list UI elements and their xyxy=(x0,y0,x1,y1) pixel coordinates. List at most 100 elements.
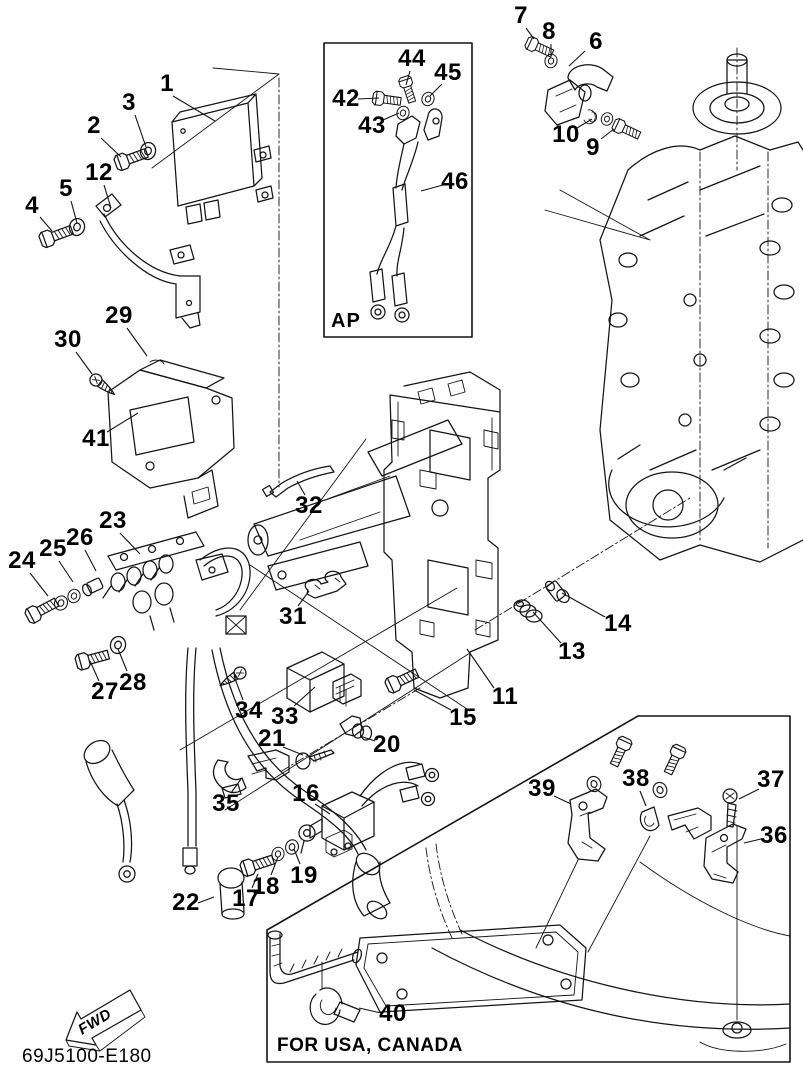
leader-line-32 xyxy=(296,480,306,496)
leader-line-9 xyxy=(600,128,615,140)
leader-line-1 xyxy=(172,95,216,122)
leader-line-40 xyxy=(358,1007,382,1014)
engine-block xyxy=(599,47,803,563)
leader-line-33 xyxy=(293,686,316,707)
leader-line-37 xyxy=(738,788,760,800)
callout-13: 13 xyxy=(558,638,586,665)
leader-line-35 xyxy=(230,778,242,794)
callout-6: 6 xyxy=(589,28,603,55)
callout-7: 7 xyxy=(514,2,528,29)
leader-line-13 xyxy=(532,611,562,644)
sensor-bracket-group xyxy=(523,34,643,143)
callout-2: 2 xyxy=(87,112,101,139)
leader-line-10 xyxy=(576,118,593,129)
grommet-13 xyxy=(513,599,543,623)
leader-line-31 xyxy=(297,590,310,607)
ap-inset-box: AP xyxy=(323,42,473,338)
callout-36: 36 xyxy=(760,822,788,849)
leader-line-30 xyxy=(75,351,93,375)
callout-24: 24 xyxy=(8,547,36,574)
callout-31: 31 xyxy=(279,603,307,630)
leader-line-14 xyxy=(561,592,606,618)
leader-line-46 xyxy=(420,184,444,192)
callout-46: 46 xyxy=(441,168,469,195)
callout-8: 8 xyxy=(542,18,556,45)
clamp-38 xyxy=(639,806,712,840)
leader-line-45 xyxy=(429,83,443,97)
leader-line-19 xyxy=(293,848,301,865)
leader-line-43 xyxy=(382,112,400,121)
callout-19: 19 xyxy=(290,862,318,889)
callout-34: 34 xyxy=(235,697,263,724)
leader-line-38 xyxy=(639,790,647,807)
screw-37 xyxy=(722,788,738,828)
breather-hose xyxy=(267,930,363,989)
ecu-unit xyxy=(171,93,274,225)
callout-22: 22 xyxy=(172,889,200,916)
callout-28: 28 xyxy=(119,669,147,696)
callout-20: 20 xyxy=(373,731,401,758)
leader-line-26 xyxy=(84,549,97,572)
leader-line-17 xyxy=(251,873,259,889)
terminal-cap-22 xyxy=(217,867,245,920)
ring-terminal-19 xyxy=(298,824,316,854)
leader-line-39 xyxy=(553,795,572,805)
rectifier-unit xyxy=(86,359,235,519)
ecu-bracket xyxy=(95,193,201,329)
callout-43: 43 xyxy=(358,112,386,139)
lead-wire-46 xyxy=(369,108,443,323)
leader-line-23 xyxy=(119,532,141,555)
bracket-39 xyxy=(567,788,608,862)
clamp-20 xyxy=(339,715,373,741)
callout-42: 42 xyxy=(332,85,360,112)
leader-line-4 xyxy=(39,216,53,232)
leader-line-20 xyxy=(359,735,376,742)
callout-44: 44 xyxy=(398,45,426,72)
callout-40: 40 xyxy=(379,1000,407,1027)
leader-line-5 xyxy=(70,200,78,224)
leader-line-6 xyxy=(568,50,586,67)
drawing-code: 69J5100-E180 xyxy=(22,1046,152,1067)
callout-45: 45 xyxy=(434,59,462,86)
leader-line-29 xyxy=(126,327,148,357)
callout-38: 38 xyxy=(622,765,650,792)
callout-15: 15 xyxy=(449,704,477,731)
leader-line-2 xyxy=(100,137,122,158)
callout-26: 26 xyxy=(66,524,94,551)
leader-line-22 xyxy=(197,896,215,904)
leader-line-11 xyxy=(466,648,495,689)
leader-line-16 xyxy=(314,803,331,815)
collar-26b xyxy=(81,577,104,597)
leader-line-24 xyxy=(29,572,49,597)
callout-5: 5 xyxy=(59,175,73,202)
callout-9: 9 xyxy=(586,134,600,161)
callout-37: 37 xyxy=(757,766,785,793)
anode-bracket-group xyxy=(567,734,747,884)
callout-39: 39 xyxy=(528,775,556,802)
callout-33: 33 xyxy=(271,703,299,730)
leader-line-21 xyxy=(282,746,304,756)
callout-32: 32 xyxy=(295,492,323,519)
leader-line-41 xyxy=(106,412,139,433)
callout-35: 35 xyxy=(212,790,240,817)
bottom-cowling xyxy=(355,843,791,1052)
callout-11: 11 xyxy=(491,683,519,710)
callout-3: 3 xyxy=(122,89,136,116)
callout-12: 12 xyxy=(85,159,113,186)
leader-line-25 xyxy=(58,560,74,583)
callout-25: 25 xyxy=(39,535,67,562)
leader-line-36 xyxy=(743,838,762,844)
clamp-31 xyxy=(304,570,347,599)
leader-line-18 xyxy=(270,856,279,876)
clamp-35 xyxy=(212,749,290,799)
electrical-bracket-11 xyxy=(247,371,501,699)
leader-line-42 xyxy=(357,97,380,100)
callout-21: 21 xyxy=(258,725,286,752)
callout-4: 4 xyxy=(25,192,39,219)
cable-tie-32 xyxy=(261,465,335,498)
callout-29: 29 xyxy=(105,302,133,329)
leader-line-27 xyxy=(89,660,100,682)
